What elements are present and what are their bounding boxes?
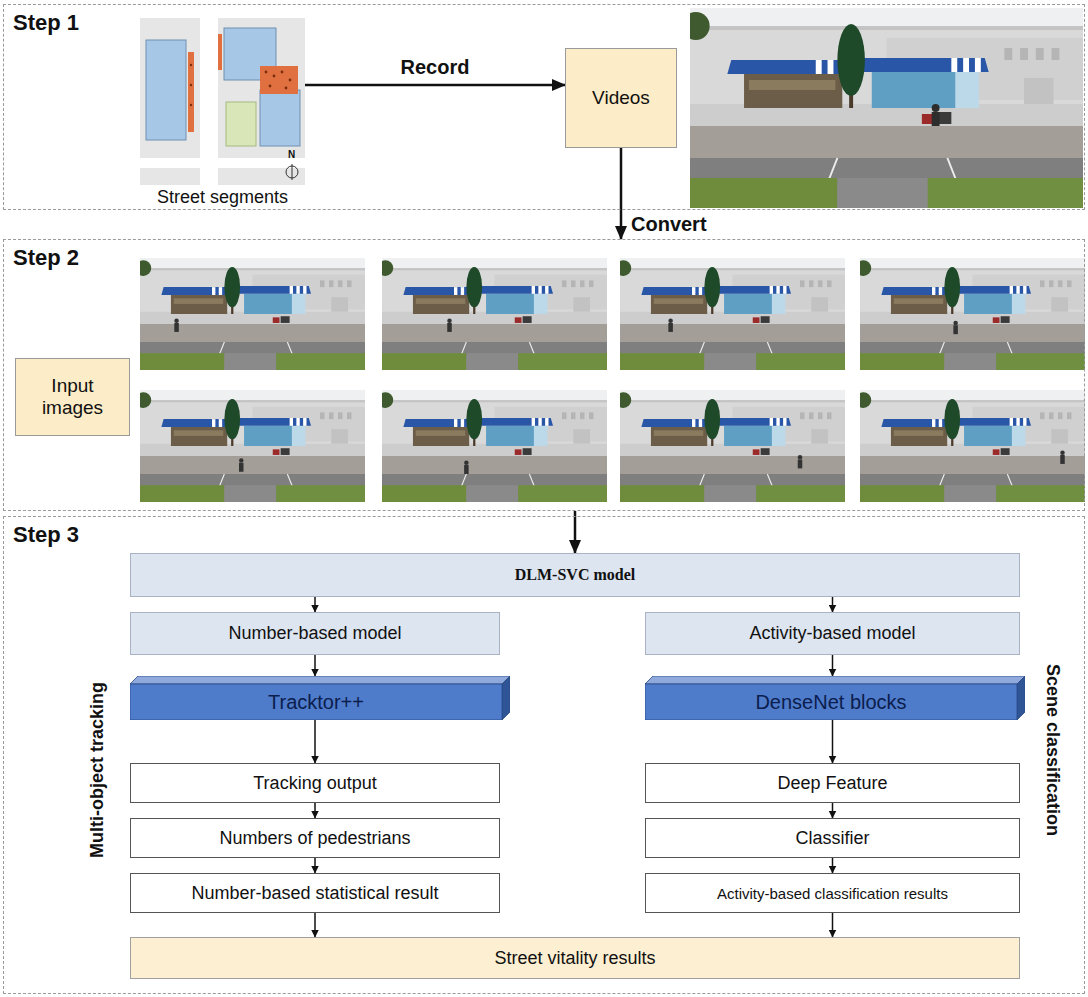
node-text: Street segments — [157, 187, 288, 209]
frame-image — [860, 258, 1085, 370]
process-box: Input images — [15, 358, 130, 436]
node-text: Deep Feature — [771, 771, 893, 796]
node-text: Activity-based model — [743, 621, 921, 646]
block-face — [130, 676, 510, 684]
model-box: Activity-based model — [645, 612, 1020, 655]
frame-image — [620, 390, 845, 502]
step-panel: Step 1 Street segments Videos — [3, 4, 1085, 210]
process-box: Numbers of pedestrians — [130, 818, 500, 858]
node-text: Numbers of pedestrians — [213, 826, 416, 851]
node-text: Tracking output — [247, 771, 382, 796]
node-text: Input images — [16, 373, 129, 421]
flow-arrow — [620, 148, 623, 239]
edge-label: Record — [401, 56, 470, 79]
flow-arrow — [832, 597, 834, 612]
block-face — [502, 676, 510, 720]
flow-arrow — [314, 803, 316, 818]
process-box: Activity-based classification results — [645, 873, 1020, 913]
node-text: Activity-based classification results — [711, 883, 954, 904]
flow-arrow — [832, 803, 834, 818]
flow-arrow — [314, 597, 316, 612]
process-box: Videos — [565, 48, 677, 148]
node-text: Number-based model — [222, 621, 407, 646]
model-box: Number-based model — [130, 612, 500, 655]
step-panel: Step 3DLM-SVC modelNumber-based modelAct… — [3, 516, 1085, 994]
node-text: Number-based statistical result — [185, 881, 444, 906]
flow-arrow — [314, 720, 316, 763]
network-block: Tracktor++ — [130, 676, 510, 720]
node-text: Videos — [586, 85, 656, 111]
result-bar: Street vitality results — [130, 937, 1020, 979]
frame-image — [382, 258, 607, 370]
edge-label: Convert — [631, 213, 707, 236]
step-panel: Step 2 Input images — [3, 239, 1085, 511]
street-map — [140, 10, 305, 185]
flow-arrow — [832, 858, 834, 873]
block-face — [1017, 676, 1025, 720]
frame-image — [382, 390, 607, 502]
node-text: Street vitality results — [488, 946, 661, 971]
step-label: Step 1 — [13, 10, 79, 36]
process-box: Classifier — [645, 818, 1020, 858]
flow-arrow — [314, 913, 316, 937]
flow-arrow — [574, 511, 577, 553]
side-label: Multi-object tracking — [87, 682, 108, 858]
flow-arrow — [305, 84, 565, 87]
node-text: Tracktor++ — [268, 683, 372, 714]
frame-image — [620, 258, 845, 370]
flow-arrow — [832, 720, 834, 763]
frame-image — [140, 258, 365, 370]
map-caption: Street segments — [140, 10, 305, 209]
north-mark: N — [288, 149, 295, 160]
flow-arrow — [832, 913, 834, 937]
process-box: Number-based statistical result — [130, 873, 500, 913]
flow-arrow — [314, 858, 316, 873]
street-photo — [690, 8, 1083, 208]
process-box: Tracking output — [130, 763, 500, 803]
block-face — [645, 676, 1025, 684]
side-label: Scene classification — [1042, 664, 1063, 836]
flow-arrow — [832, 655, 834, 676]
process-box: Deep Feature — [645, 763, 1020, 803]
node-text: Classifier — [789, 826, 875, 851]
flow-arrow — [314, 655, 316, 676]
frame-image — [140, 390, 365, 502]
model-bar: DLM-SVC model — [130, 553, 1020, 597]
step-label: Step 2 — [13, 245, 79, 271]
step-label: Step 3 — [13, 522, 79, 548]
network-block: DenseNet blocks — [645, 676, 1025, 720]
node-text: DLM-SVC model — [509, 564, 641, 586]
node-text: DenseNet blocks — [755, 683, 914, 714]
frame-image — [860, 390, 1085, 502]
